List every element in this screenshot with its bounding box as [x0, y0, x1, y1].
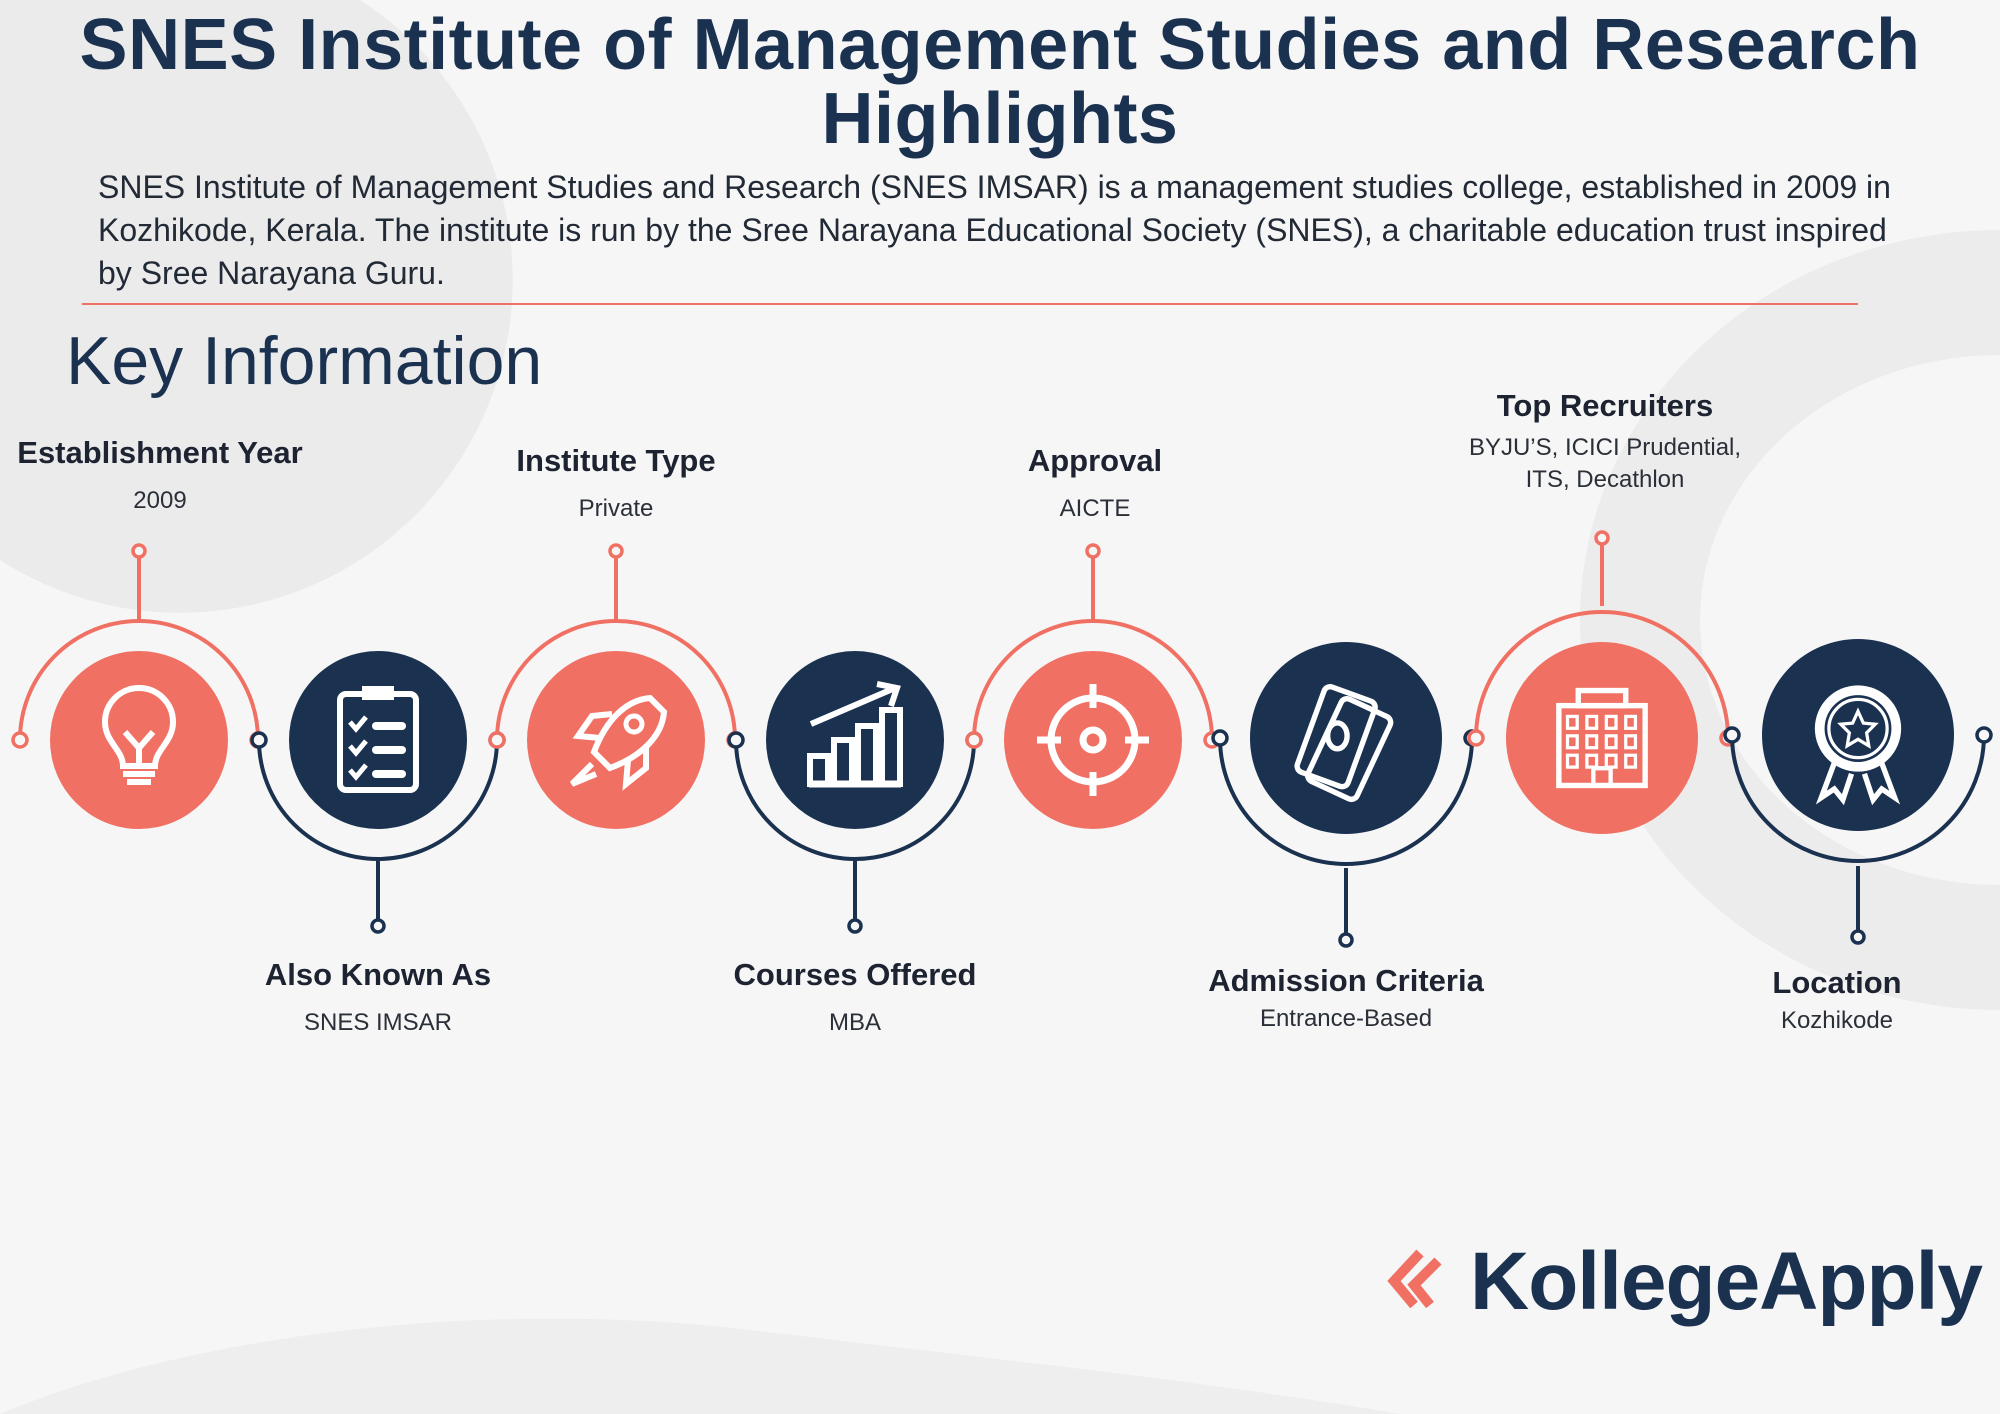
- connector-dot: [1211, 729, 1229, 747]
- connector-dot: [965, 731, 983, 749]
- item-value: Entrance-Based: [1259, 1005, 1433, 1032]
- connector-dot: [1085, 543, 1101, 559]
- connector-dot: [131, 543, 147, 559]
- item-value: 2009: [133, 487, 187, 514]
- connector-dot: [488, 731, 506, 749]
- connector-dot: [370, 918, 386, 934]
- item-label: Courses Offered: [733, 957, 977, 992]
- divider: [82, 303, 1858, 305]
- connector-arc: [1218, 737, 1474, 866]
- award-badge-icon: [1814, 685, 1902, 806]
- connector-dot: [847, 918, 863, 934]
- money-icon: [1294, 684, 1394, 803]
- section-title: Key Information: [66, 323, 543, 399]
- growth-chart-icon: [807, 681, 903, 788]
- item-label: Top Recruiters: [1496, 388, 1714, 423]
- item-label: Location: [1772, 965, 1902, 1000]
- connector-dot: [1594, 530, 1610, 546]
- item-label: Admission Criteria: [1208, 963, 1484, 998]
- item-label: Approval: [1027, 443, 1163, 478]
- info-item-establishment-year: Establishment Year 2009: [0, 435, 350, 517]
- item-label: Also Known As: [264, 957, 492, 992]
- icon-circle: [1506, 642, 1698, 834]
- connector-dot: [250, 731, 268, 749]
- connector-dot: [1723, 726, 1741, 744]
- lightbulb-icon: [101, 685, 177, 785]
- icon-circle: [1004, 651, 1182, 829]
- kollegeapply-logo-icon: [1387, 1249, 1442, 1309]
- timeline: [11, 530, 1993, 948]
- item-value: BYJU’S, ICICI Prudential, ITS, Decathlon: [1468, 434, 1742, 493]
- connector-arc: [1730, 734, 1986, 863]
- target-icon: [1037, 684, 1149, 796]
- connector-dot: [727, 731, 745, 749]
- connector-dot: [1467, 729, 1485, 747]
- building-icon: [1556, 687, 1648, 789]
- description: SNES Institute of Management Studies and…: [98, 169, 1891, 291]
- rocket-icon: [569, 694, 668, 791]
- connector-dot: [1338, 932, 1354, 948]
- connector-dot: [11, 731, 29, 749]
- item-label: Institute Type: [516, 443, 716, 478]
- icon-circle: [289, 651, 467, 829]
- info-item-also-known-as: Also Known As SNES IMSAR: [188, 957, 568, 1039]
- connector-dot: [608, 543, 624, 559]
- item-label: Establishment Year: [17, 435, 303, 470]
- connector-dot: [1975, 726, 1993, 744]
- item-value: Kozhikode: [1780, 1007, 1894, 1034]
- item-value: Private: [578, 495, 654, 522]
- brand-logo: KollegeApply: [1380, 1235, 1983, 1329]
- brand-name: KollegeApply: [1470, 1236, 1983, 1327]
- icon-circle: [527, 651, 705, 829]
- icon-circle: [50, 651, 228, 829]
- connector-dot: [1850, 929, 1866, 945]
- item-value: AICTE: [1059, 495, 1131, 522]
- page-title: SNES Institute of Management Studies and…: [79, 5, 1921, 159]
- connector-arc: [1474, 610, 1730, 739]
- clipboard-checklist-icon: [337, 686, 419, 793]
- item-value: SNES IMSAR: [303, 1009, 453, 1036]
- item-value: MBA: [828, 1009, 881, 1036]
